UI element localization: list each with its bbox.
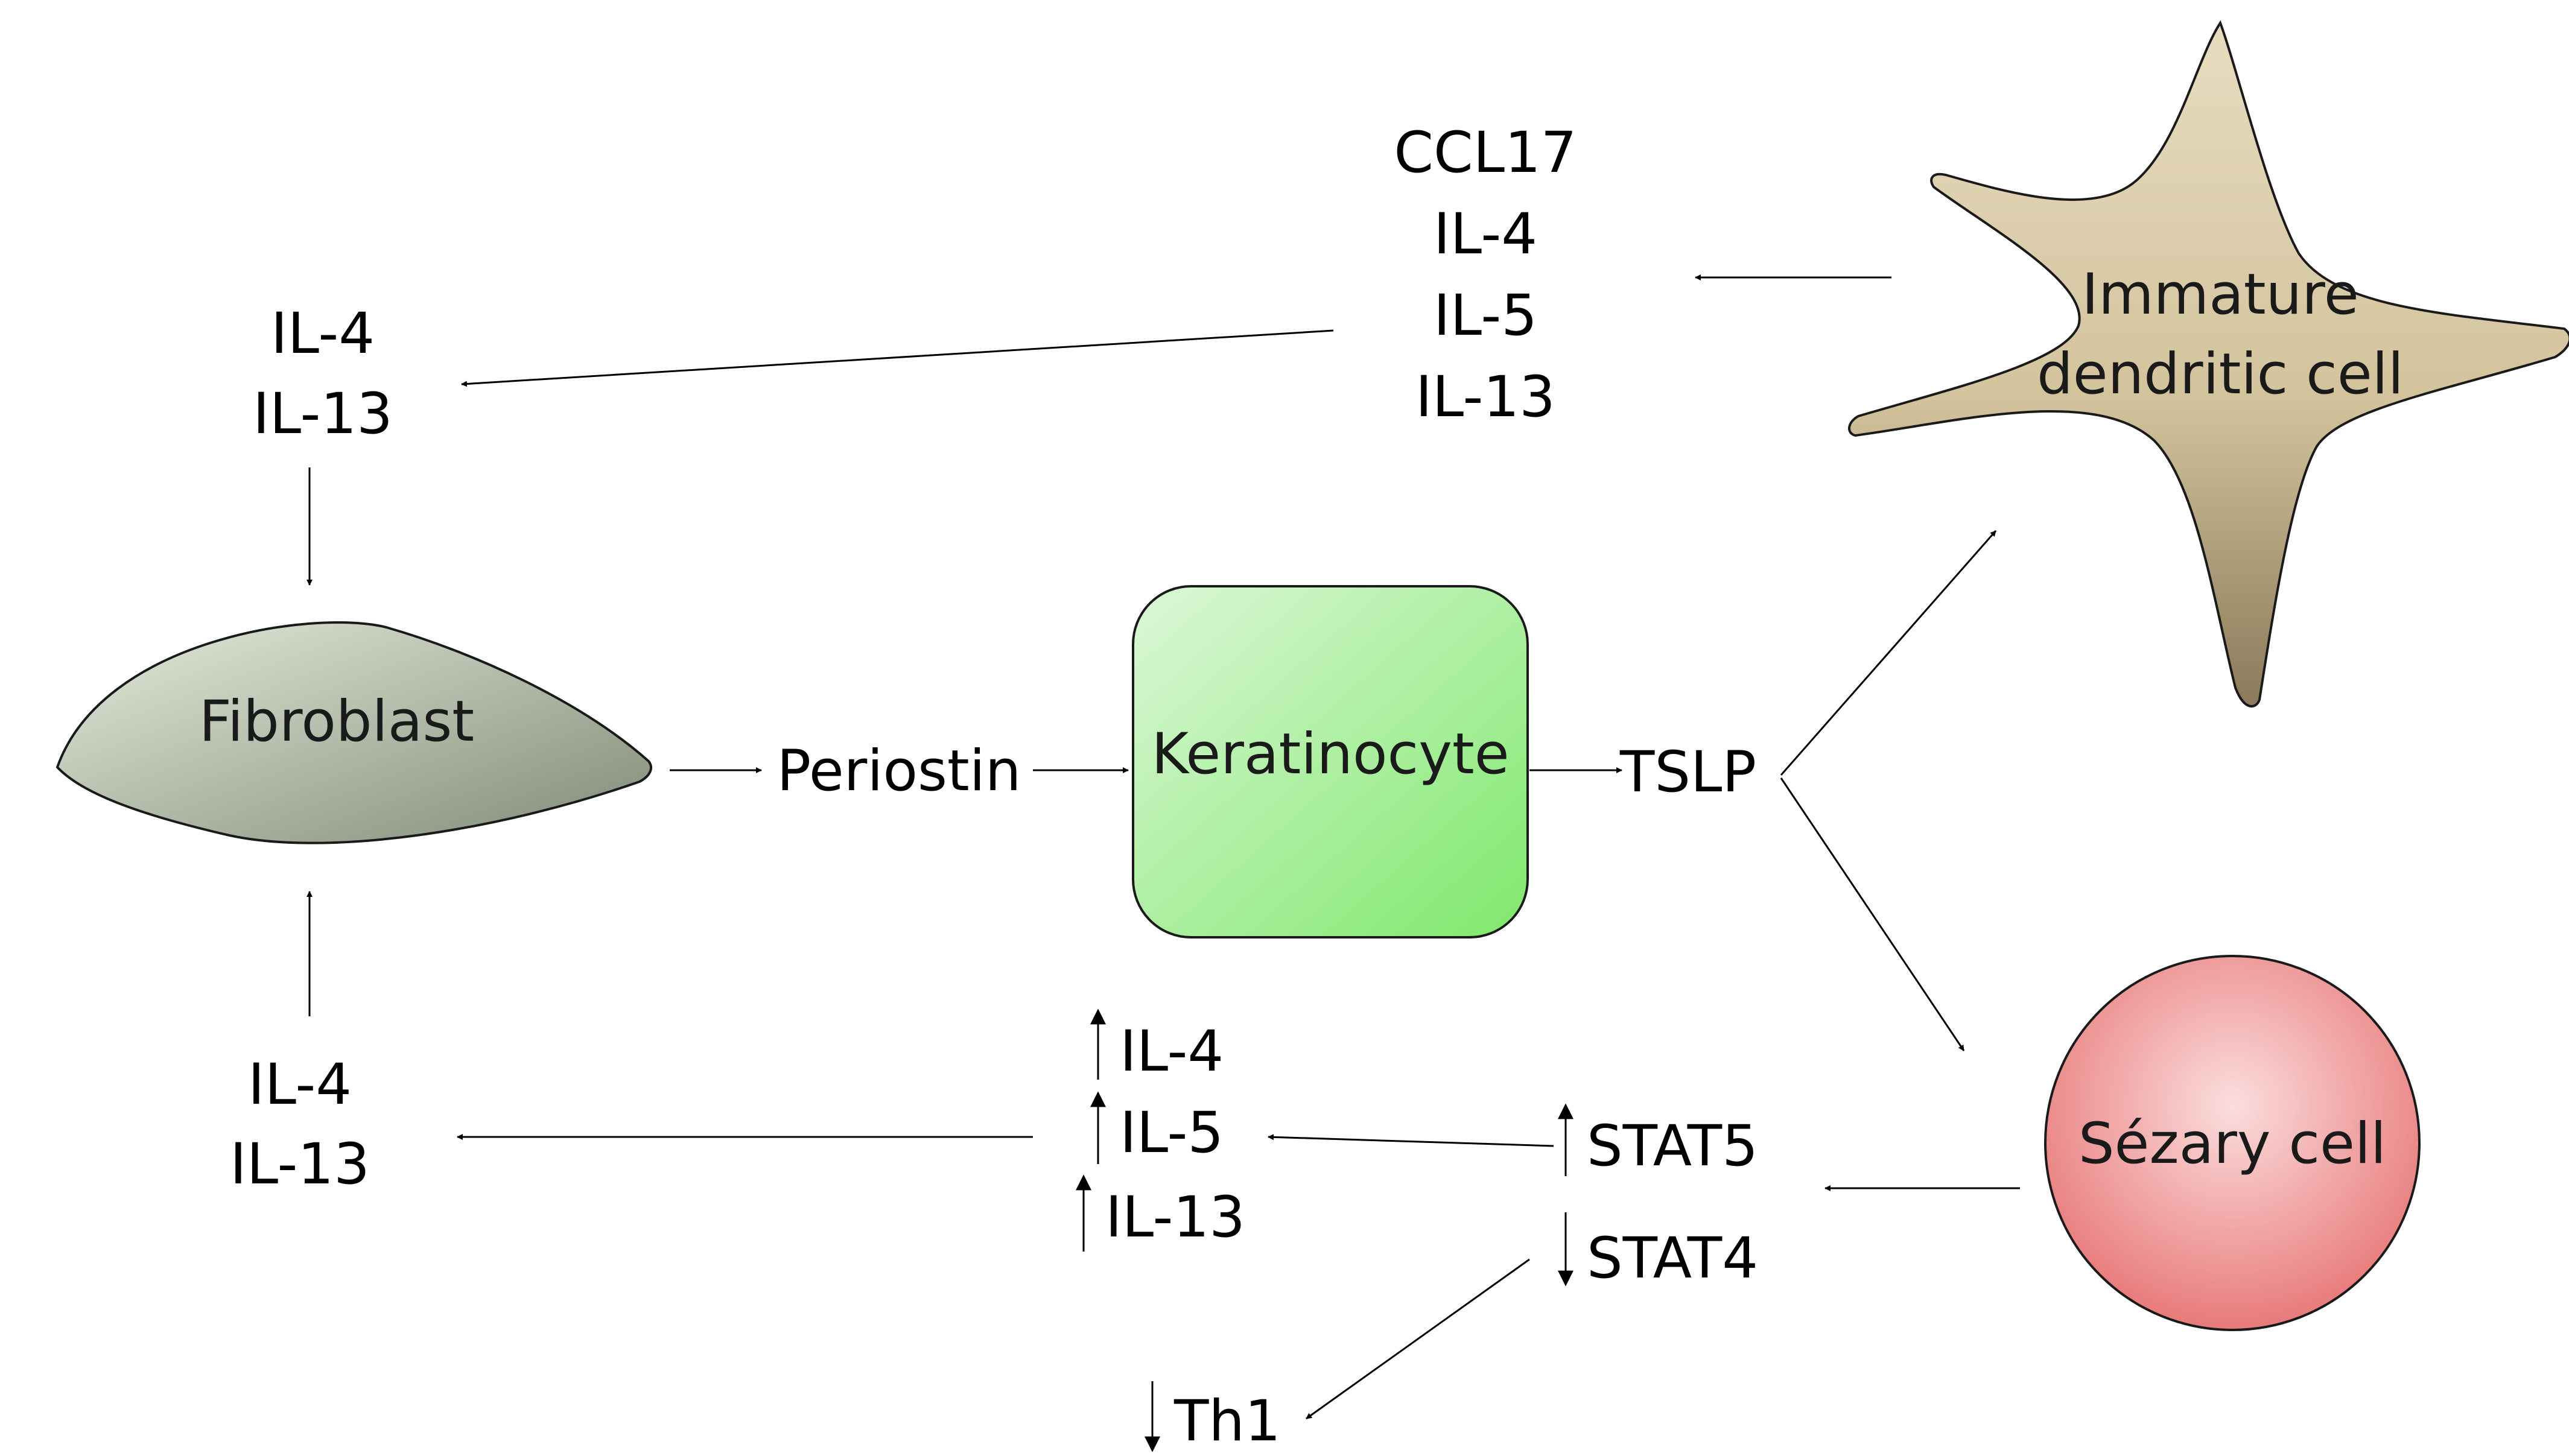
fibroblast-label: Fibroblast (199, 689, 474, 755)
th1-label: Th1 (1173, 1388, 1281, 1454)
top-left-il13: IL-13 (253, 381, 393, 447)
arrow-stat5-to-cytokines (1268, 1134, 1554, 1147)
bottom-mid-il5: IL-5 (1120, 1100, 1224, 1166)
sezary-cell-label: Sézary cell (2078, 1111, 2386, 1177)
tslp-label: TSLP (1619, 739, 1756, 805)
top-cytokine-ccl17: CCL17 (1394, 120, 1577, 186)
top-cytokine-il5: IL-5 (1434, 283, 1537, 349)
stat4-label: STAT4 (1587, 1226, 1758, 1291)
fibroblast-shape (56, 621, 652, 844)
bottom-mid-il4: IL-4 (1120, 1019, 1224, 1084)
bottom-mid-il13: IL-13 (1105, 1185, 1245, 1250)
top-cytokine-il4: IL-4 (1434, 201, 1537, 267)
keratinocyte-label: Keratinocyte (1151, 721, 1509, 787)
top-left-il4: IL-4 (271, 301, 375, 367)
bottom-left-il4: IL-4 (248, 1052, 352, 1118)
sezary-cell-shape (2044, 955, 2421, 1331)
bottom-left-il13: IL-13 (230, 1132, 370, 1197)
stat5-label: STAT5 (1587, 1113, 1758, 1179)
top-cytokine-il13: IL-13 (1415, 364, 1555, 430)
dendritic-cell-shape (1848, 20, 2569, 707)
arrow-tslp-to-sezary (1780, 777, 1965, 1051)
periostin-label: Periostin (777, 738, 1021, 804)
dendritic-cell-label-line1: Immature (2082, 262, 2358, 328)
arrow-tslp-to-dendritic (1780, 530, 1997, 776)
keratinocyte-shape (1132, 585, 1529, 938)
dendritic-cell-label-line2: dendritic cell (2037, 341, 2404, 407)
arrow-stat4-to-th1 (1306, 1258, 1530, 1420)
arrow-cytokines-to-top-left (461, 329, 1334, 387)
